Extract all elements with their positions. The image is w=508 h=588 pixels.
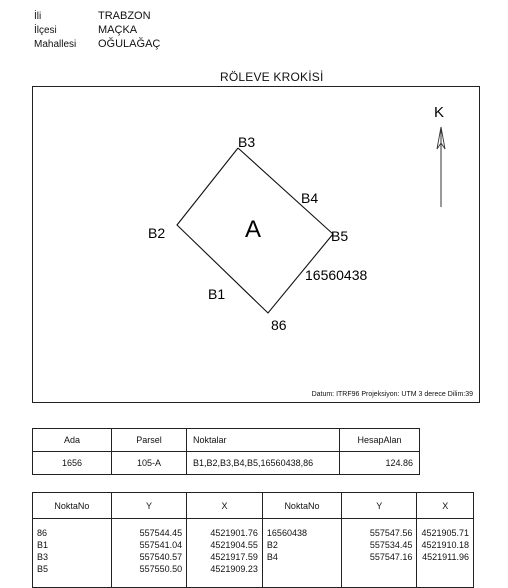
col-x-2: 4521905.71 4521910.18 4521911.96	[416, 518, 474, 588]
list-item: 557541.04	[139, 540, 183, 550]
cell-ada: 1656	[32, 451, 112, 475]
list-item: 557534.45	[369, 540, 413, 550]
table-header-row: NoktaNo Y X NoktaNo Y X	[32, 492, 474, 519]
list-item: 4521917.59	[210, 552, 258, 562]
list-item: B2	[266, 540, 278, 550]
ilce-label: İlçesi	[34, 25, 57, 36]
parcel-sketch: K A B3 B4 B5 B2 B1 16560438 86	[148, 104, 446, 333]
north-label: K	[434, 104, 444, 121]
ilce-value: MAÇKA	[98, 24, 138, 36]
list-item: 4521904.55	[210, 540, 258, 550]
parcel-boundary	[176, 147, 334, 314]
list-item: 557550.50	[139, 564, 183, 574]
north-arrow-icon	[436, 126, 446, 150]
list-item: 4521901.76	[210, 528, 258, 538]
list-item: 557540.57	[139, 552, 183, 562]
header-noktalar: Noktalar	[186, 428, 340, 452]
sheet-title: RÖLEVE KROKİSİ	[220, 70, 324, 84]
col-noktano: 86 B1 B3 B5	[32, 518, 112, 588]
table-row: 1656 105-A B1,B2,B3,B4,B5,16560438,86 12…	[32, 451, 420, 475]
list-item: 557547.16	[369, 552, 413, 562]
col-y-2: 557547.56 557534.45 557547.16	[340, 518, 418, 588]
mahalle-label: Mahallesi	[34, 39, 77, 50]
mahalle-value: OĞULAĞAÇ	[98, 38, 161, 50]
cell-noktalar: B1,B2,B3,B4,B5,16560438,86	[186, 451, 340, 475]
list-item: 16560438	[266, 528, 307, 538]
list-item: B1	[37, 540, 49, 550]
list-item: 4521909.23	[210, 564, 258, 574]
point-label-86: 86	[271, 317, 287, 333]
coordinates-table: NoktaNo Y X NoktaNo Y X 86 B1 B3 B5 5575…	[32, 492, 474, 588]
point-label-b2: B2	[148, 225, 165, 241]
point-label-16560438: 16560438	[305, 267, 368, 283]
header-ada: Ada	[32, 428, 112, 452]
list-item: B4	[266, 552, 278, 562]
list-item: 557547.56	[369, 528, 413, 538]
il-value: TRABZON	[98, 10, 151, 22]
parcel-label: A	[245, 216, 261, 243]
header-parsel: Parsel	[111, 428, 187, 452]
cell-hesapalan: 124.86	[339, 451, 420, 475]
list-item: 4521905.71	[421, 528, 469, 538]
cell-parsel: 105-A	[111, 451, 187, 475]
list-item: 4521911.96	[422, 552, 469, 562]
header-noktano: NoktaNo	[32, 492, 112, 519]
header-x: X	[186, 492, 263, 519]
header-x-2: X	[416, 492, 474, 519]
point-label-b4: B4	[301, 190, 318, 206]
list-item: 86	[37, 528, 48, 538]
header-y-2: Y	[340, 492, 418, 519]
table-row: 86 B1 B3 B5 557544.45 557541.04 557540.5…	[32, 518, 474, 588]
col-noktano-2: 16560438 B2 B4	[261, 518, 342, 588]
list-item: B5	[37, 564, 49, 574]
col-y: 557544.45 557541.04 557540.57 557550.50	[110, 518, 188, 588]
list-item: 4521910.18	[421, 540, 469, 550]
list-item: B3	[37, 552, 49, 562]
col-x: 4521901.76 4521904.55 4521917.59 4521909…	[186, 518, 263, 588]
point-label-b1: B1	[208, 286, 225, 302]
table-header-row: Ada Parsel Noktalar HesapAlan	[32, 428, 420, 452]
point-label-b5: B5	[331, 228, 348, 244]
datum-note: Datum: ITRF96 Projeksiyon: UTM 3 derece …	[311, 391, 473, 398]
roleve-krokisi-frame: K A B3 B4 B5 B2 B1 16560438 86 Datum: IT…	[32, 86, 480, 403]
parcel-table: Ada Parsel Noktalar HesapAlan 1656 105-A…	[32, 428, 420, 475]
header-hesapalan: HesapAlan	[339, 428, 420, 452]
point-label-b3: B3	[238, 134, 255, 150]
il-label: İli	[34, 11, 42, 22]
header-y: Y	[110, 492, 188, 519]
list-item: 557544.45	[139, 528, 183, 538]
header-noktano-2: NoktaNo	[261, 492, 342, 519]
